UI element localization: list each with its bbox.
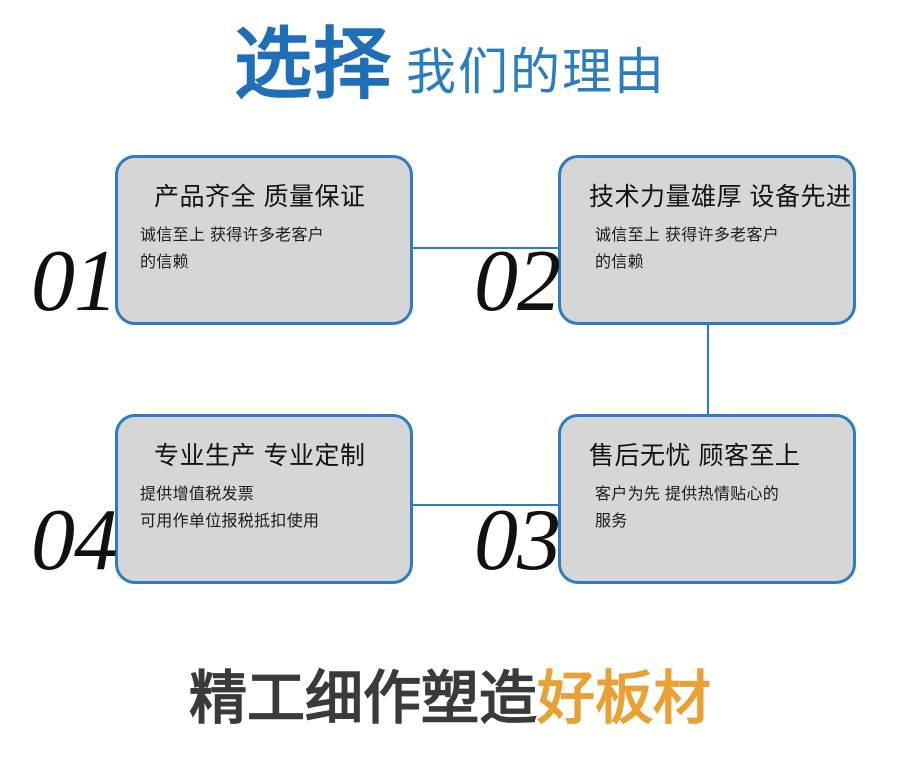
feature-card-01-body: 诚信至上 获得许多老客户 的信赖 xyxy=(140,226,325,271)
feature-card-01-number: 01 xyxy=(31,233,118,330)
feature-card-04-title: 专业生产 专业定制 xyxy=(154,442,366,470)
feature-card-03[interactable]: 售后无忧 顾客至上 客户为先 提供热情贴心的 服务 xyxy=(558,414,856,584)
footer-slogan-accent: 好板材 xyxy=(537,664,712,732)
feature-card-04[interactable]: 专业生产 专业定制 提供增值税发票 可用作单位报税抵扣使用 xyxy=(115,414,413,584)
feature-card-03-title: 售后无忧 顾客至上 xyxy=(589,442,801,470)
feature-card-02[interactable]: 技术力量雄厚 设备先进 诚信至上 获得许多老客户 的信赖 xyxy=(558,155,856,325)
feature-card-02-title: 技术力量雄厚 设备先进 xyxy=(589,183,852,211)
page-title-emphasis: 选择 xyxy=(233,20,392,110)
feature-card-02-body: 诚信至上 获得许多老客户 的信赖 xyxy=(595,226,780,271)
connector-card-02-to-card-03 xyxy=(707,320,709,418)
feature-card-02-number: 02 xyxy=(474,233,561,330)
feature-card-04-number: 04 xyxy=(31,492,118,589)
footer-slogan: 精工细作塑造好板材 xyxy=(0,669,900,727)
feature-card-01[interactable]: 产品齐全 质量保证 诚信至上 获得许多老客户 的信赖 xyxy=(115,155,413,325)
feature-card-03-number: 03 xyxy=(474,492,561,589)
footer-slogan-primary: 精工细作塑造 xyxy=(188,664,537,732)
page-title-subtext: 我们的理由 xyxy=(406,44,666,100)
page-title: 选择我们的理由 xyxy=(0,26,900,104)
feature-card-03-body: 客户为先 提供热情贴心的 服务 xyxy=(595,485,780,530)
feature-card-01-title: 产品齐全 质量保证 xyxy=(154,183,366,211)
feature-card-04-body: 提供增值税发票 可用作单位报税抵扣使用 xyxy=(140,485,320,530)
